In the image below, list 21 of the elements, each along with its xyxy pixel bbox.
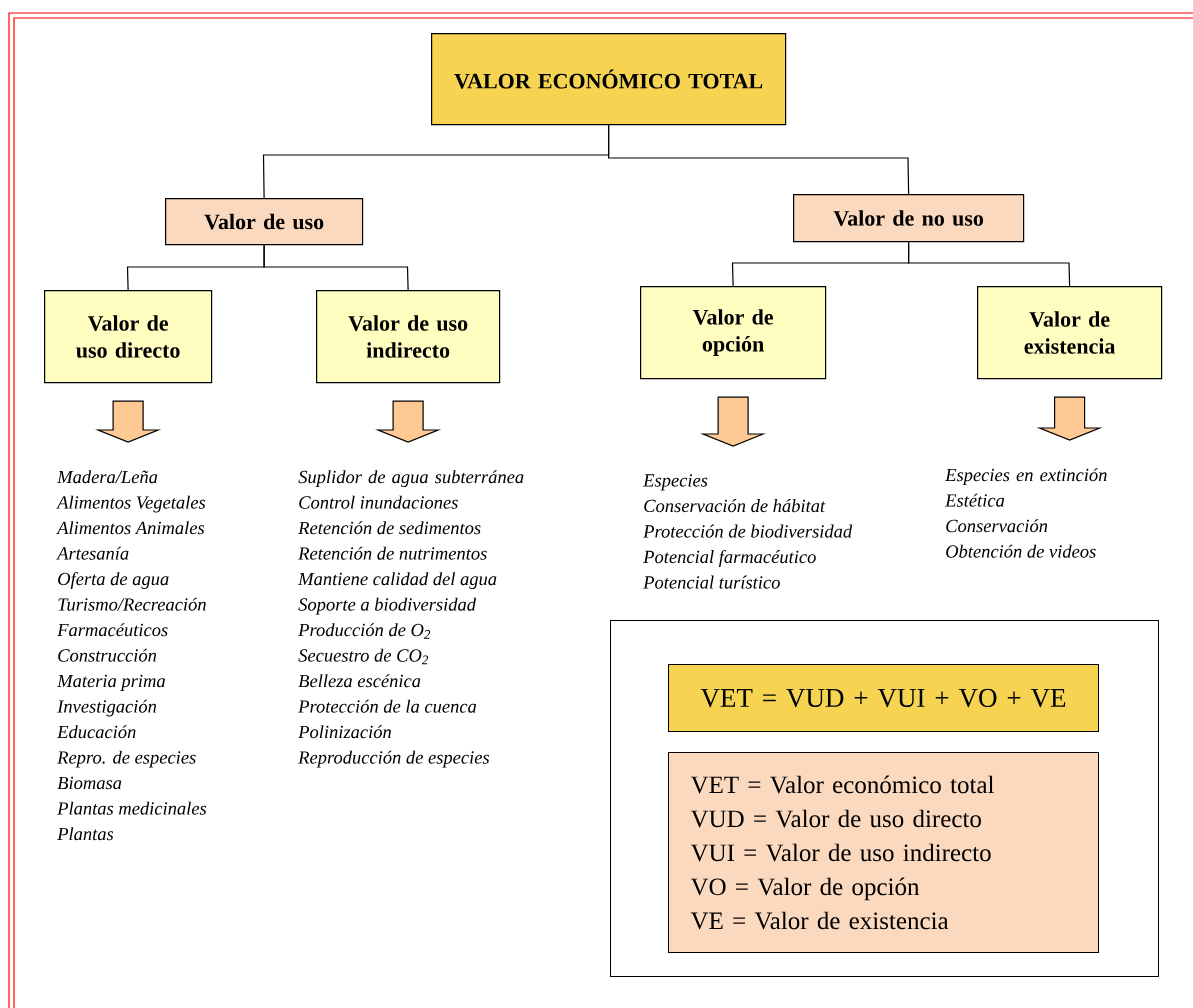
- connector-line: [608, 124, 910, 195]
- category-box: Valor de existencia: [977, 286, 1163, 380]
- connector-line: [263, 244, 409, 291]
- item-list: Madera/Leña Alimentos Vegetales Alimentos Animales Artesanía Oferta de agua Turismo/Recreación Farmacéuticos Construcción Materia prima Investigación Educación Repro. de especies Biomasa Plantas medicinales Plantas: [56, 470, 207, 841]
- block-arrow: [700, 396, 767, 447]
- block-arrow: [1036, 396, 1103, 441]
- panel-frame: [610, 620, 1159, 977]
- category-box: Valor de uso indirecto: [316, 290, 501, 384]
- category-box: VALOR ECONÓMICO TOTAL: [431, 33, 787, 126]
- item-list: Especies en extinción Estética Conservación Obtención de videos: [945, 468, 1107, 558]
- category-box: Valor de uso: [165, 198, 364, 246]
- category-box: Valor de uso directo: [44, 290, 213, 384]
- definition-box: VET = Valor económico total VUD = Valor de uso directo VUI = Valor de uso indirecto VO = Valor de opción VE = Valor de existencia: [668, 752, 1099, 953]
- block-arrow: [95, 400, 162, 443]
- category-box: Valor de opción: [640, 286, 827, 380]
- formula-box: VET = VUD + VUI + VO + VE: [668, 664, 1099, 732]
- block-arrow: [375, 400, 442, 443]
- connector-line: [908, 241, 1071, 287]
- item-list: Suplidor de agua subterránea Control inundaciones Retención de sedimentos Retención de nutrimentos Mantiene calidad del agua Soporte a biodiversidad Producción de O$_{2}$ Secuestro de CO$_{2}$ Belleza escénica Protección de la cuenca Polinización Reproducción de especies: [298, 470, 524, 768]
- item-list: Especies Conservación de hábitat Protección de biodiversidad Potencial farmacéutico Potencial turístico: [643, 474, 853, 589]
- category-box: Valor de no uso: [793, 194, 1025, 243]
